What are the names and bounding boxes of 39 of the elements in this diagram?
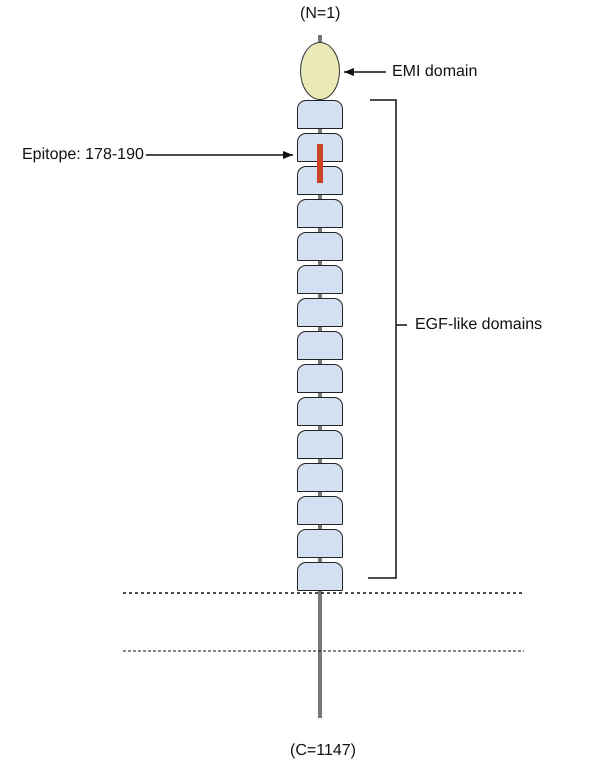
bracket-label: EGF-like domains xyxy=(415,316,542,334)
backbone-line xyxy=(318,129,322,133)
domain-box xyxy=(297,232,343,261)
domain-box xyxy=(297,298,343,327)
backbone-line xyxy=(318,558,322,562)
domain-box xyxy=(297,199,343,228)
domain-ellipse xyxy=(300,42,340,100)
backbone-line xyxy=(318,327,322,331)
backbone-line xyxy=(318,525,322,529)
domain-box xyxy=(297,430,343,459)
backbone-line xyxy=(318,426,322,430)
backbone-line xyxy=(318,261,322,265)
backbone-line xyxy=(318,591,322,718)
backbone-line xyxy=(318,195,322,199)
terminus-label: (C=1147) xyxy=(290,742,356,760)
backbone-line xyxy=(318,459,322,463)
callout-label: Epitope: 178-190 xyxy=(22,146,144,164)
terminus-label: (N=1) xyxy=(300,5,340,23)
domain-box xyxy=(297,265,343,294)
backbone-line xyxy=(318,393,322,397)
arrow xyxy=(344,68,386,76)
backbone-line xyxy=(318,360,322,364)
backbone-line xyxy=(318,492,322,496)
domain-box xyxy=(297,364,343,393)
arrow xyxy=(146,151,293,159)
backbone-line xyxy=(318,35,322,42)
domain-box xyxy=(297,463,343,492)
backbone-line xyxy=(318,294,322,298)
callout-label: EMI domain xyxy=(392,63,478,81)
domain-box xyxy=(297,496,343,525)
domain-box xyxy=(297,331,343,360)
epitope-bar xyxy=(317,144,323,183)
domain-box xyxy=(297,166,343,195)
backbone-line xyxy=(318,228,322,232)
domain-box xyxy=(297,397,343,426)
domain-box xyxy=(297,529,343,558)
domain-box xyxy=(297,100,343,129)
domain-box xyxy=(297,133,343,162)
domain-box xyxy=(297,562,343,591)
